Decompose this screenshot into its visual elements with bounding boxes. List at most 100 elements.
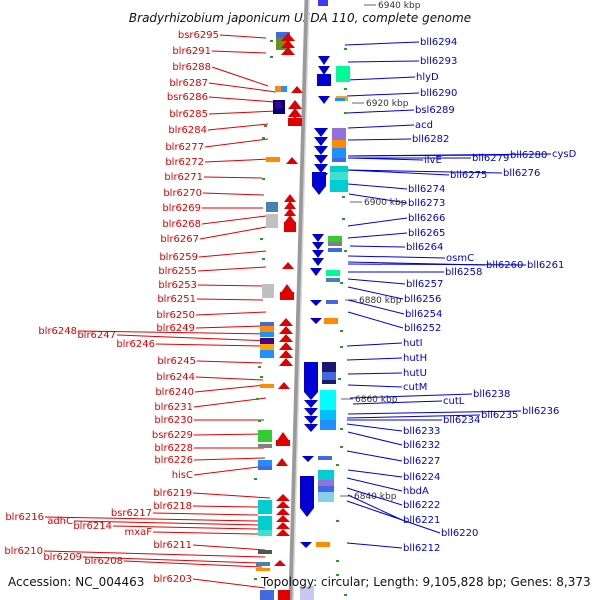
gene-label-cutM[interactable]: cutM — [403, 382, 427, 393]
gene-label-bll6224[interactable]: bll6224 — [403, 472, 440, 483]
gene-label-hisC[interactable]: hisC — [172, 470, 193, 481]
gene-label-cysD[interactable]: cysD — [552, 149, 577, 160]
gene-label-hbdA[interactable]: hbdA — [403, 486, 429, 497]
gene-label-acd[interactable]: acd — [415, 120, 433, 131]
gene-label-bll6227[interactable]: bll6227 — [403, 456, 440, 467]
gene-label-blr6268[interactable]: blr6268 — [162, 219, 201, 230]
gene-label-blr6210[interactable]: blr6210 — [4, 546, 43, 557]
gene-label-hutU[interactable]: hutU — [403, 368, 427, 379]
reverse-gene-arrow — [310, 300, 322, 306]
leader-line-left — [77, 330, 273, 335]
gene-label-bll6252[interactable]: bll6252 — [404, 323, 441, 334]
gene-label-bll6265[interactable]: bll6265 — [408, 228, 445, 239]
gene-label-bll6232[interactable]: bll6232 — [403, 440, 440, 451]
gene-label-blr6248[interactable]: blr6248 — [38, 326, 77, 337]
gene-label-bll6282[interactable]: bll6282 — [412, 134, 449, 145]
gene-label-bll6221[interactable]: bll6221 — [403, 515, 440, 526]
gene-label-blr6228[interactable]: blr6228 — [154, 443, 193, 454]
gene-label-bsr6217[interactable]: bsr6217 — [111, 508, 152, 519]
gene-label-blr6277[interactable]: blr6277 — [165, 142, 204, 153]
gene-label-bll6264[interactable]: bll6264 — [406, 242, 443, 253]
gene-label-blr6240[interactable]: blr6240 — [155, 387, 194, 398]
gene-label-bll6279[interactable]: bll6279 — [472, 153, 509, 164]
reverse-gene-labels: bll6294 bll6293 hlyD bll6290 bsl6289 acd bll62… — [403, 37, 577, 554]
gene-label-blr6270[interactable]: blr6270 — [163, 188, 202, 199]
gene-label-bll6260[interactable]: bll6260 — [486, 260, 523, 271]
gene-label-bll6290[interactable]: bll6290 — [420, 88, 457, 99]
gene-label-blr6244[interactable]: blr6244 — [156, 372, 195, 383]
color-block — [258, 550, 272, 554]
gene-label-blr6208[interactable]: blr6208 — [84, 556, 123, 567]
gene-label-blr6245[interactable]: blr6245 — [157, 356, 196, 367]
gene-label-bll6254[interactable]: bll6254 — [405, 309, 442, 320]
leader-line-left — [196, 360, 263, 364]
gene-label-blr6226[interactable]: blr6226 — [154, 455, 193, 466]
gene-label-blr6230[interactable]: blr6230 — [154, 415, 193, 426]
gene-label-blr6253[interactable]: blr6253 — [158, 280, 197, 291]
gene-label-cutL[interactable]: cutL — [443, 396, 465, 407]
gene-label-bll6222[interactable]: bll6222 — [403, 500, 440, 511]
gene-label-blr6271[interactable]: blr6271 — [164, 172, 203, 183]
gene-label-bll6234[interactable]: bll6234 — [443, 415, 480, 426]
gene-label-blr6246[interactable]: blr6246 — [116, 339, 155, 350]
gene-label-bll6275[interactable]: bll6275 — [450, 170, 487, 181]
forward-gene-arrow — [288, 108, 302, 117]
gene-label-bll6235[interactable]: bll6235 — [481, 410, 518, 421]
gene-label-blr6247[interactable]: blr6247 — [77, 330, 116, 341]
gene-label-blr6251[interactable]: blr6251 — [157, 294, 196, 305]
gene-label-osmC[interactable]: osmC — [446, 253, 474, 264]
gene-label-hlyD[interactable]: hlyD — [416, 72, 439, 83]
gene-label-blr6267[interactable]: blr6267 — [160, 234, 199, 245]
gene-label-adhC[interactable]: adhC — [47, 516, 73, 527]
gene-label-blr6287[interactable]: blr6287 — [169, 78, 208, 89]
gene-label-bll6256[interactable]: bll6256 — [404, 294, 441, 305]
gene-label-blr6291[interactable]: blr6291 — [172, 46, 211, 57]
gene-label-bll6276[interactable]: bll6276 — [503, 168, 540, 179]
gene-label-blr6272[interactable]: blr6272 — [165, 157, 204, 168]
gene-label-bll6236[interactable]: bll6236 — [522, 406, 559, 417]
gene-label-bsr6295[interactable]: bsr6295 — [178, 30, 219, 41]
gene-label-ilvE[interactable]: ilvE — [424, 155, 442, 166]
gene-label-blr6250[interactable]: blr6250 — [156, 310, 195, 321]
gene-label-bll6261[interactable]: bll6261 — [527, 260, 564, 271]
leader-line-right — [346, 414, 481, 419]
color-block — [256, 562, 270, 566]
gene-label-blr6255[interactable]: blr6255 — [158, 266, 197, 277]
gene-label-blr6219[interactable]: blr6219 — [153, 488, 192, 499]
gene-label-blr6209[interactable]: blr6209 — [43, 552, 82, 563]
gene-label-bsr6286[interactable]: bsr6286 — [167, 92, 208, 103]
gene-label-blr6269[interactable]: blr6269 — [162, 203, 201, 214]
gene-label-blr6288[interactable]: blr6288 — [172, 62, 211, 73]
gene-label-blr6218[interactable]: blr6218 — [153, 501, 192, 512]
gene-label-bll6274[interactable]: bll6274 — [408, 184, 445, 195]
gene-label-bll6220[interactable]: bll6220 — [441, 528, 478, 539]
gene-label-blr6214[interactable]: blr6214 — [73, 521, 112, 532]
gene-label-mxaF[interactable]: mxaF — [124, 527, 152, 538]
gene-label-bll6212[interactable]: bll6212 — [403, 543, 440, 554]
gene-label-blr6285[interactable]: blr6285 — [169, 109, 208, 120]
leader-line-left — [197, 284, 267, 287]
gene-label-bll6294[interactable]: bll6294 — [420, 37, 457, 48]
gene-label-blr6203[interactable]: blr6203 — [153, 574, 192, 585]
gene-label-blr6211[interactable]: blr6211 — [153, 540, 192, 551]
gene-label-hutI[interactable]: hutI — [403, 338, 423, 349]
gene-label-bll6257[interactable]: bll6257 — [406, 279, 443, 290]
forward-gene-arrow — [281, 40, 295, 48]
gene-label-bll6233[interactable]: bll6233 — [403, 426, 440, 437]
gene-label-blr6259[interactable]: blr6259 — [159, 252, 198, 263]
gene-label-bll6238[interactable]: bll6238 — [473, 389, 510, 400]
gene-label-bll6273[interactable]: bll6273 — [408, 198, 445, 209]
reverse-gene-arrow — [318, 66, 330, 75]
gene-label-hutH[interactable]: hutH — [403, 353, 427, 364]
gene-label-blr6284[interactable]: blr6284 — [168, 125, 207, 136]
gene-label-bsr6229[interactable]: bsr6229 — [152, 430, 193, 441]
gene-label-bll6293[interactable]: bll6293 — [420, 56, 457, 67]
gene-label-blr6249[interactable]: blr6249 — [156, 323, 195, 334]
gene-label-bll6266[interactable]: bll6266 — [408, 213, 445, 224]
gene-label-bll6280[interactable]: bll6280 — [510, 150, 547, 161]
gene-label-blr6216[interactable]: blr6216 — [5, 512, 44, 523]
gene-label-blr6231[interactable]: blr6231 — [154, 402, 193, 413]
leader-line-left — [199, 226, 267, 240]
gene-label-bsl6289[interactable]: bsl6289 — [415, 105, 455, 116]
gene-label-bll6258[interactable]: bll6258 — [445, 267, 482, 278]
